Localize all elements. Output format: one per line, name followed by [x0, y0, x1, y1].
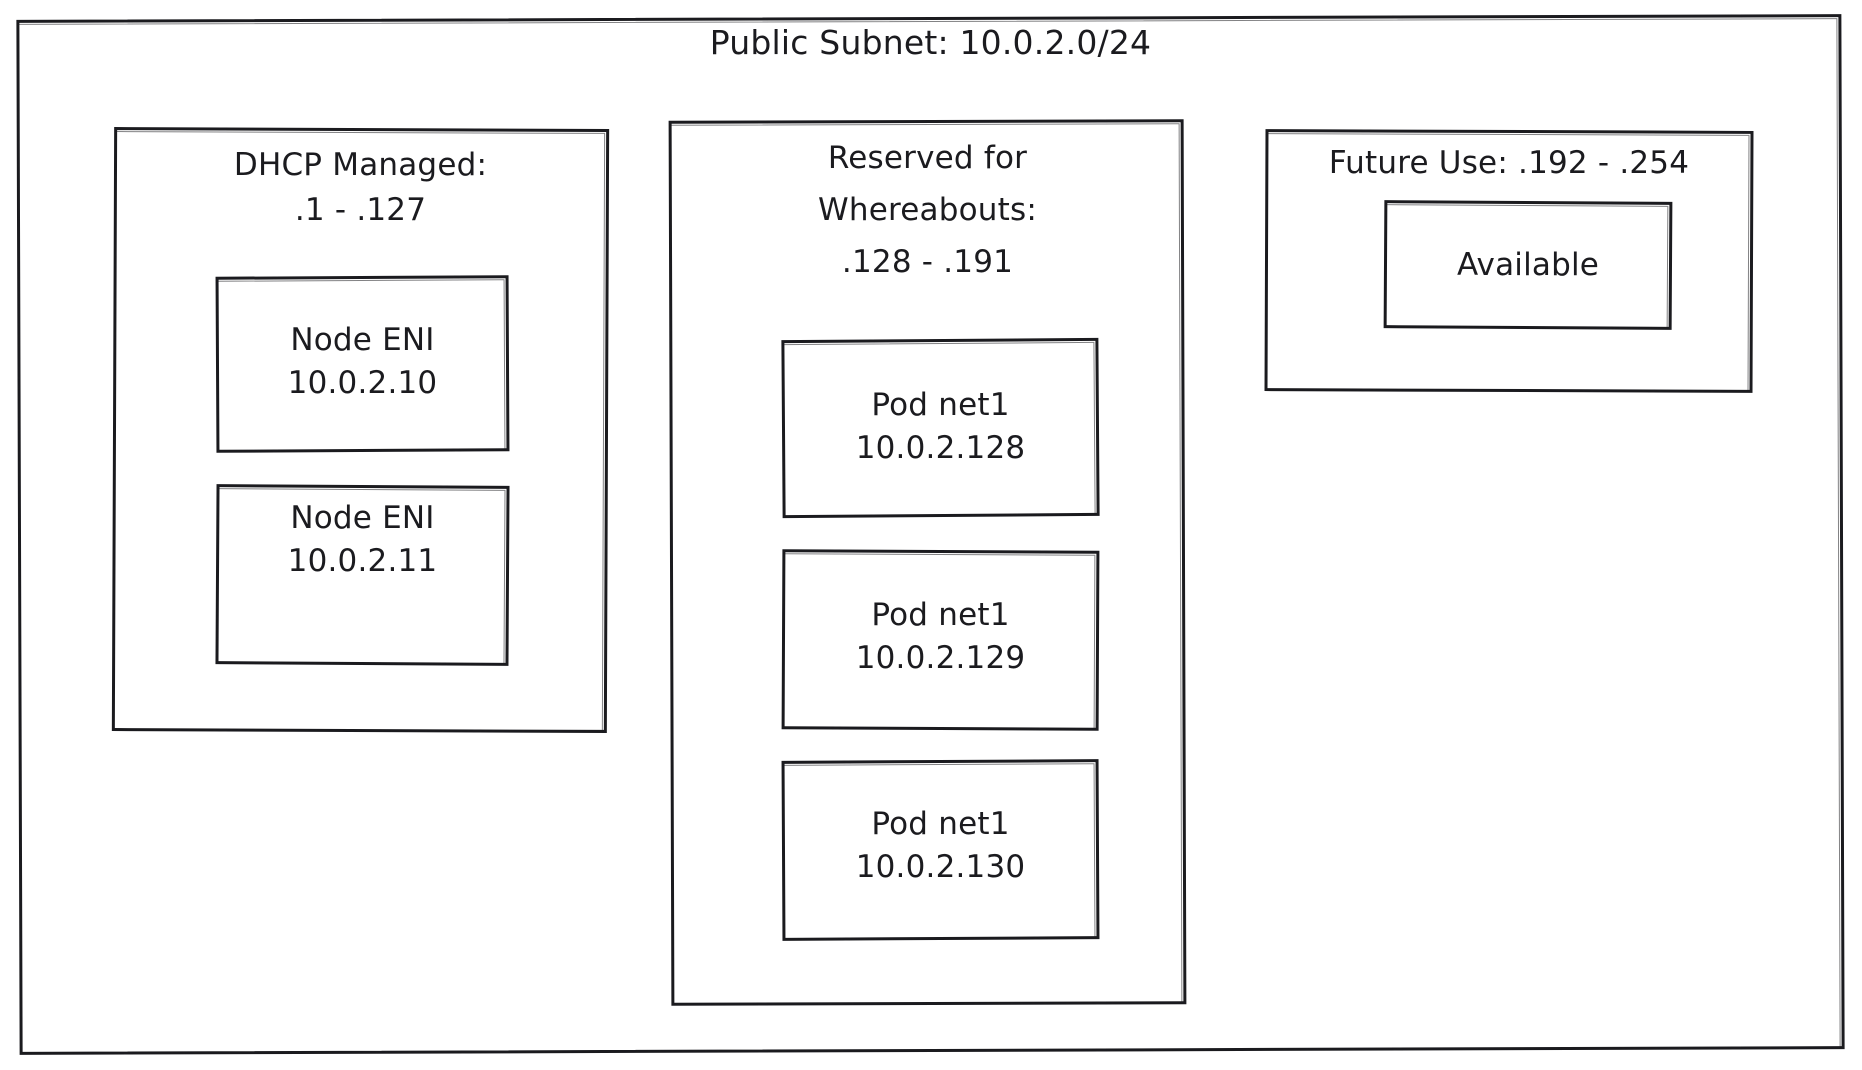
group-dhcp-managed-title-line2: .1 - .127 [294, 192, 427, 228]
node-eni-box-2-line1: Node ENI [290, 500, 435, 536]
group-reserved-title-line1: Reserved for [827, 140, 1028, 176]
pod-net1-box-2-line1: Pod net1 [871, 597, 1010, 633]
pod-net1-box-3-line1: Pod net1 [871, 806, 1010, 842]
node-eni-box-2-line2: 10.0.2.11 [287, 543, 438, 579]
group-dhcp-managed-title-line1: DHCP Managed: [233, 147, 488, 183]
node-eni-box-1-line1: Node ENI [290, 322, 435, 358]
pod-net1-box-3-line2: 10.0.2.130 [855, 849, 1026, 885]
pod-net1-box-1-line1: Pod net1 [871, 387, 1010, 423]
group-future-use-title: Future Use: .192 - .254 [1328, 145, 1690, 181]
group-reserved-title-line2: Whereabouts: [818, 192, 1037, 228]
pod-net1-box-2-line2: 10.0.2.129 [855, 640, 1026, 676]
group-reserved-title-line3: .128 - .191 [841, 244, 1014, 280]
pod-net1-box-1-line2: 10.0.2.128 [855, 430, 1026, 466]
node-eni-box-1-line2: 10.0.2.10 [287, 365, 438, 401]
public-subnet-title: Public Subnet: 10.0.2.0/24 [709, 23, 1152, 62]
available-box-label: Available [1456, 247, 1600, 283]
